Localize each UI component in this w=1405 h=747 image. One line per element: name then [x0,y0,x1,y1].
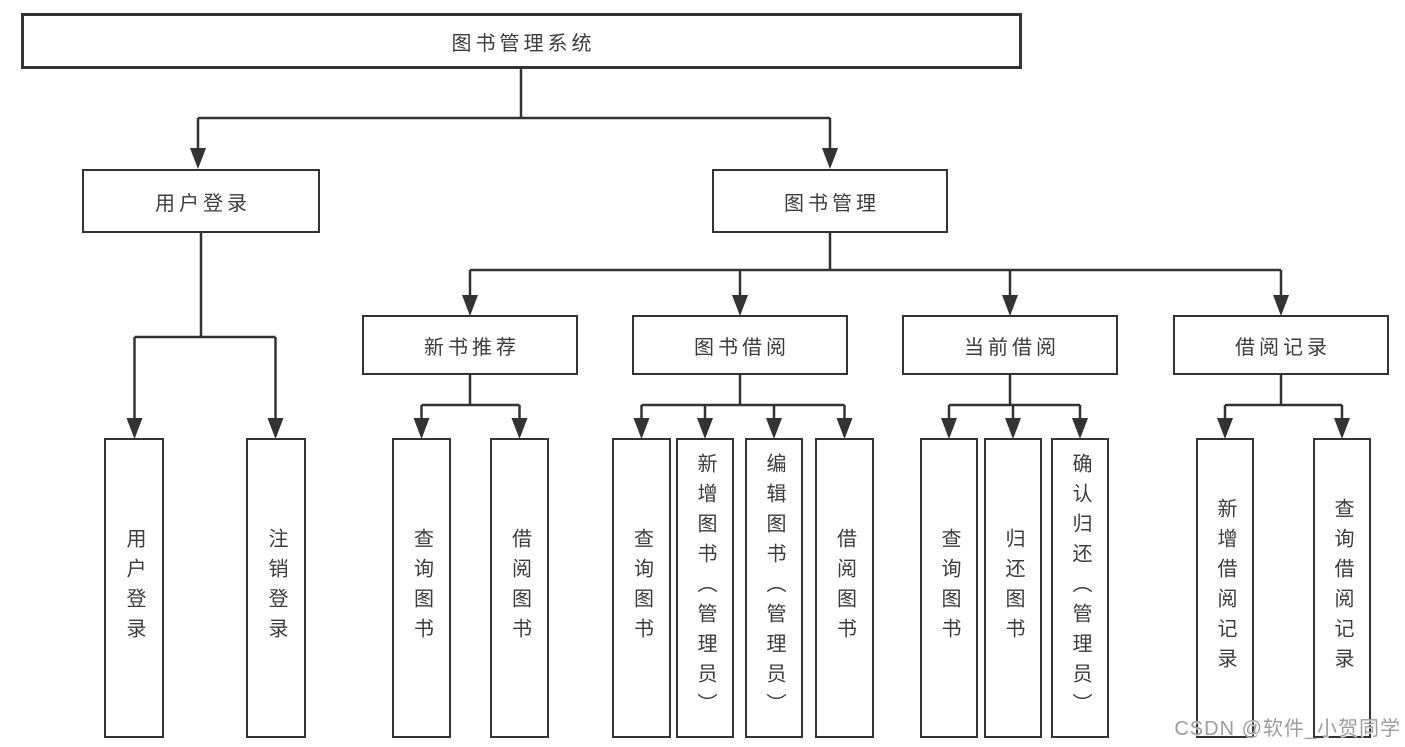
leaf-borrow-query-books-label: 查询图书 [630,528,653,648]
arrowhead [732,295,748,316]
leaf-user-login: 用户登录 [104,438,164,738]
leaf-current-confirm-return-label: 确认归还（管理员） [1069,453,1091,723]
leaf-borrow-add-books: 新增图书（管理员） [676,438,734,738]
node-new-book-recommend-label: 新书推荐 [424,336,520,359]
leaf-borrow-add-books-label: 新增图书（管理员） [694,453,716,723]
node-book-borrow-label: 图书借阅 [694,336,790,359]
leaf-logout-label: 注销登录 [265,528,287,648]
arrowhead [1217,418,1233,439]
leaf-records-query-record: 查询借阅记录 [1313,438,1371,738]
leaf-records-add-record: 新增借阅记录 [1196,438,1254,738]
leaf-newbooks-borrow-books-label: 借阅图书 [508,528,531,648]
leaf-current-query-books-label: 查询图书 [938,528,960,648]
node-library-system-label: 图书管理系统 [451,32,596,55]
arrowhead [1002,295,1018,316]
node-book-management-label: 图书管理 [784,192,880,215]
leaf-borrow-query-books: 查询图书 [612,438,671,738]
arrowhead [1072,418,1088,439]
leaf-current-query-books: 查询图书 [920,438,978,738]
leaf-borrow-borrow-books: 借阅图书 [815,438,874,738]
arrowhead [1005,418,1021,439]
leaf-logout: 注销登录 [246,438,306,738]
leaf-newbooks-query-books: 查询图书 [392,438,451,738]
node-new-book-recommend: 新书推荐 [362,315,578,375]
node-book-borrow: 图书借阅 [632,315,848,375]
leaf-current-confirm-return: 确认归还（管理员） [1051,438,1109,738]
arrowhead [462,295,478,316]
node-current-borrow: 当前借阅 [902,315,1118,375]
arrowhead [126,418,143,439]
arrowhead [633,418,650,439]
leaf-current-return-books: 归还图书 [984,438,1042,738]
leaf-newbooks-borrow-books: 借阅图书 [490,438,549,738]
leaf-borrow-edit-books: 编辑图书（管理员） [745,438,803,738]
arrowhead [822,148,838,169]
arrowhead [1273,295,1289,316]
leaf-records-add-record-label: 新增借阅记录 [1214,498,1236,678]
node-user-login-label: 用户登录 [155,192,251,215]
node-borrow-records: 借阅记录 [1173,315,1389,375]
node-user-login: 用户登录 [82,169,320,233]
arrowhead [267,418,284,439]
leaf-borrow-borrow-books-label: 借阅图书 [833,528,856,648]
arrowhead [511,418,528,439]
leaf-records-query-record-label: 查询借阅记录 [1331,498,1353,678]
arrowhead [766,418,782,439]
node-current-borrow-label: 当前借阅 [964,336,1060,359]
connector-path [133,69,1344,422]
arrowheads [126,148,1350,439]
node-book-management: 图书管理 [712,169,948,233]
leaf-current-return-books-label: 归还图书 [1002,528,1024,648]
arrowhead [413,418,430,439]
arrowhead [836,418,853,439]
arrowhead [1334,418,1350,439]
arrowhead [190,148,206,169]
arrowhead [941,418,957,439]
leaf-borrow-edit-books-label: 编辑图书（管理员） [763,453,785,723]
arrowhead [697,418,713,439]
leaf-newbooks-query-books-label: 查询图书 [410,528,433,648]
leaf-user-login-label: 用户登录 [123,528,145,648]
node-borrow-records-label: 借阅记录 [1235,336,1331,359]
watermark: CSDN @软件_小贺同学 [1174,718,1401,740]
node-library-system: 图书管理系统 [21,13,1022,69]
